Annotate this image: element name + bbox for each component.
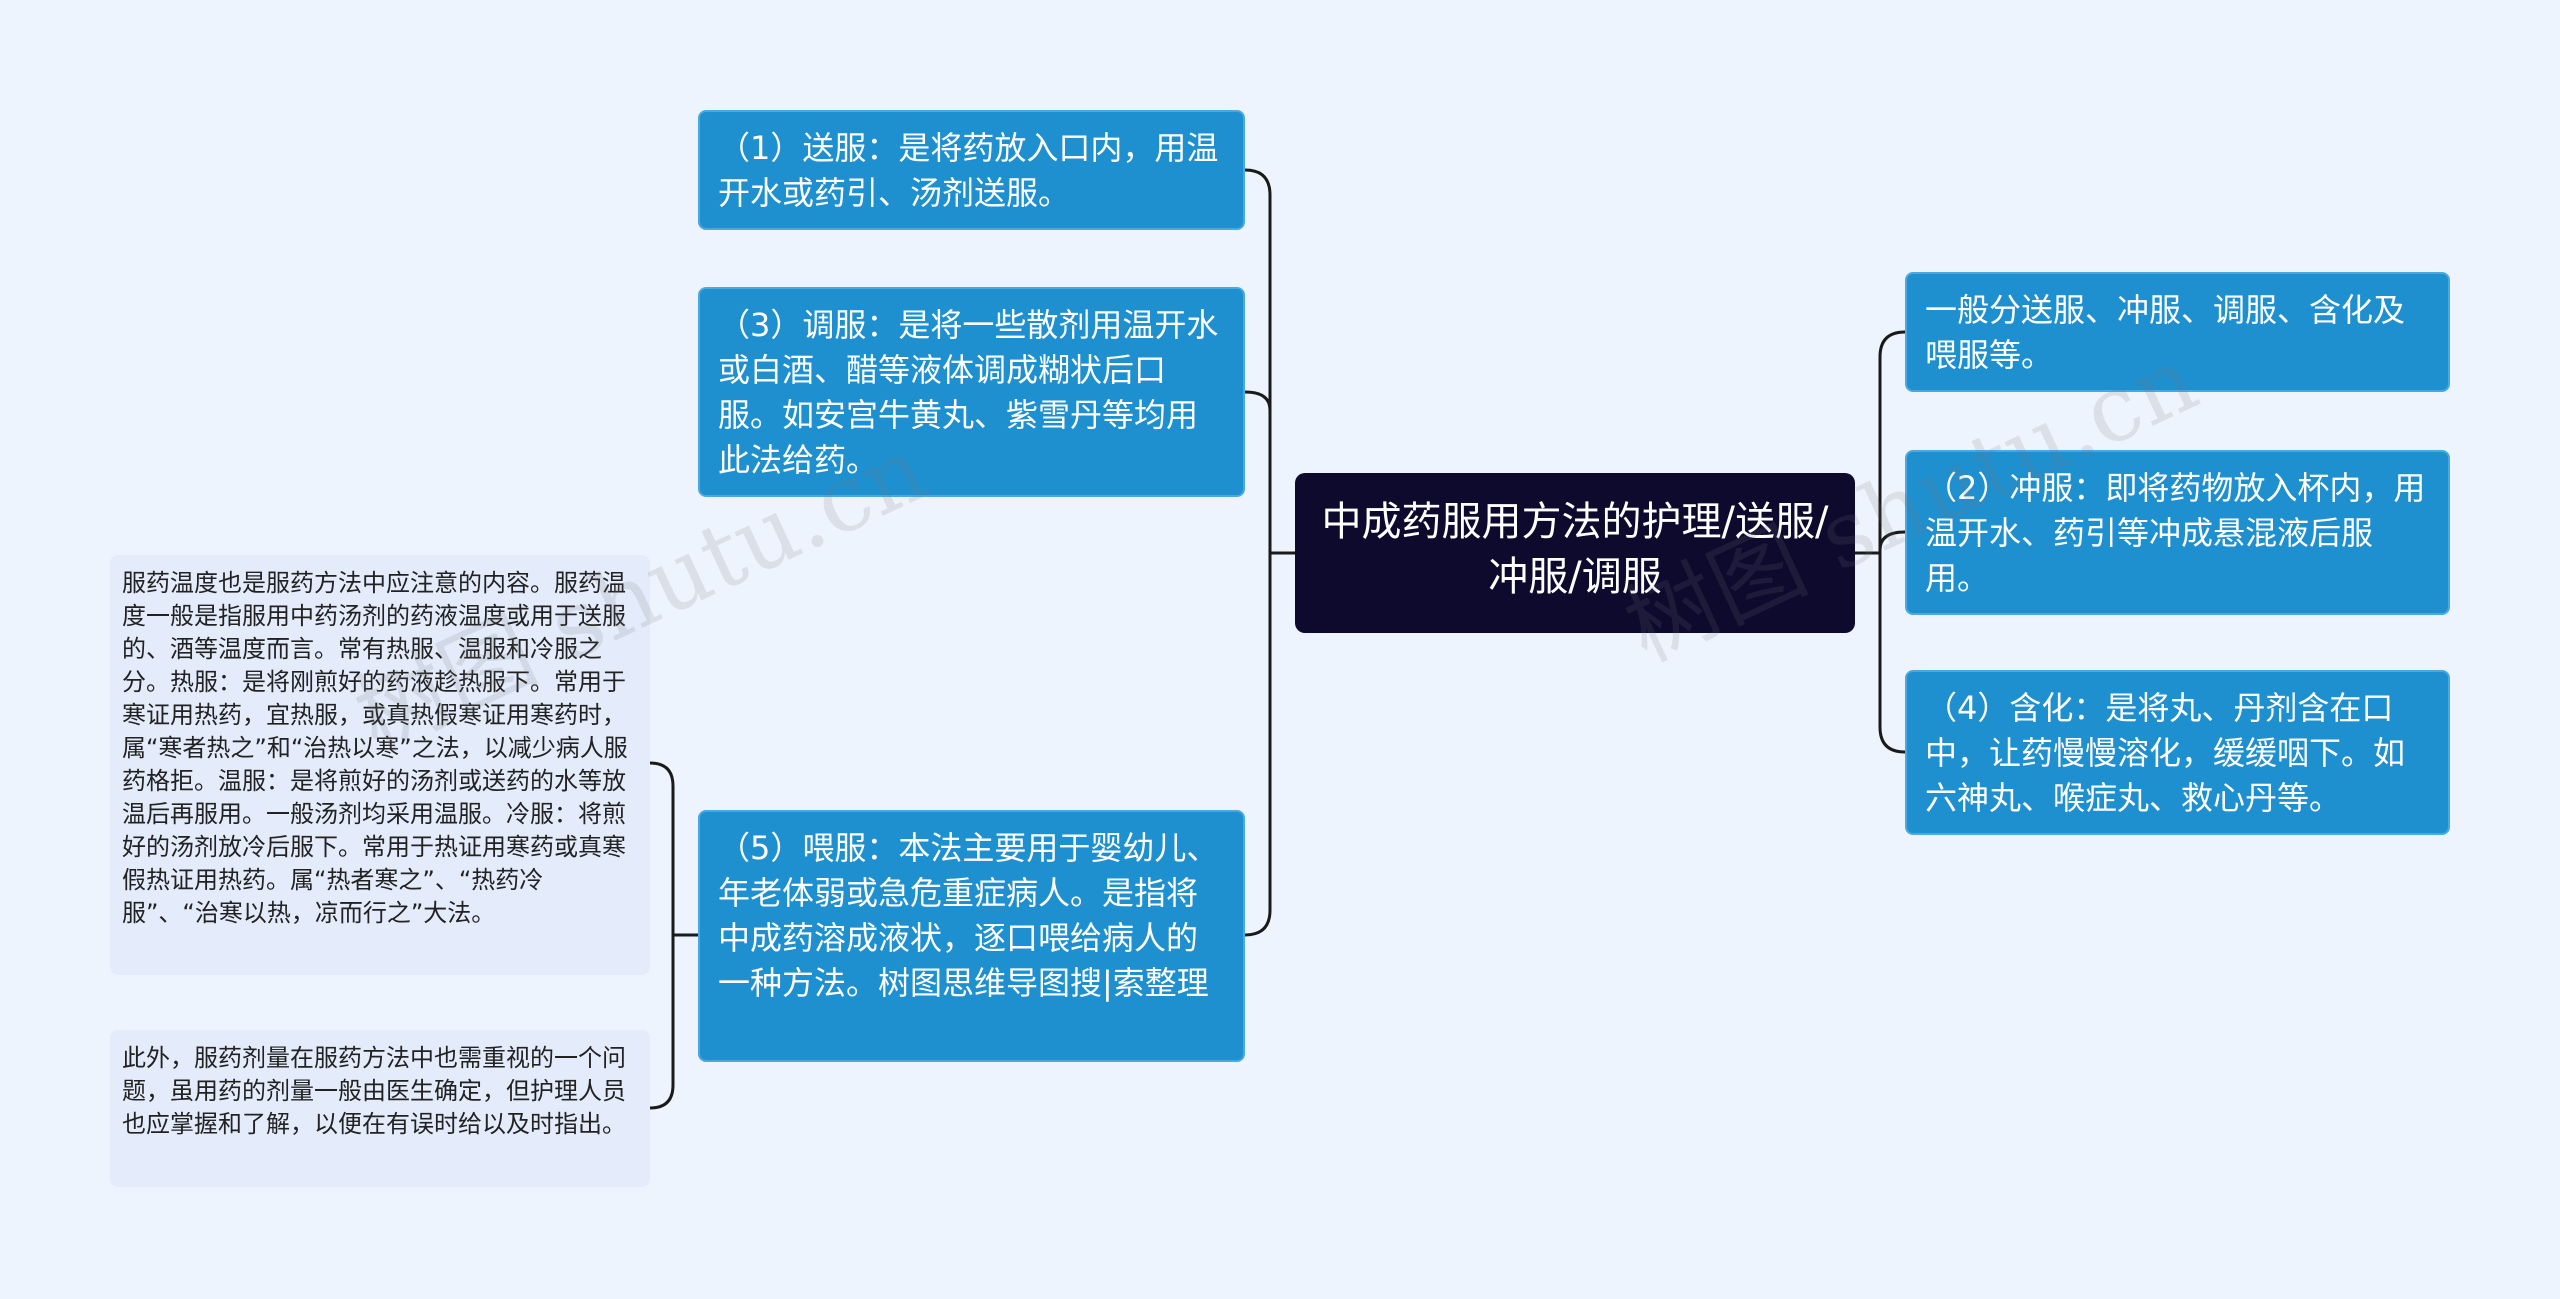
connector-left-n3	[1243, 390, 1272, 412]
connector-notes-trunk	[648, 761, 675, 1110]
node-send-swallow[interactable]: （1）送服：是将药放入口内，用温开水或药引、汤剂送服。	[698, 110, 1245, 230]
node-hold-in-mouth[interactable]: （4）含化：是将丸、丹剂含在口中，让药慢慢溶化，缓缓咽下。如六神丸、喉症丸、救心…	[1905, 670, 2450, 835]
root-topic[interactable]: 中成药服用方法的护理/送服/冲服/调服	[1295, 473, 1855, 633]
connector-left-trunk	[1243, 168, 1272, 937]
node-dissolve-take[interactable]: （2）冲服：即将药物放入杯内，用温开水、药引等冲成悬混液后服用。	[1905, 450, 2450, 615]
node-feed-take[interactable]: （5）喂服：本法主要用于婴幼儿、年老体弱或急危重症病人。是指将中成药溶成液状，逐…	[698, 810, 1245, 1062]
node-mix-take[interactable]: （3）调服：是将一些散剂用温开水或白酒、醋等液体调成糊状后口服。如安宫牛黄丸、紫…	[698, 287, 1245, 497]
connector-right-n2	[1878, 530, 1907, 552]
note-temperature[interactable]: 服药温度也是服药方法中应注意的内容。服药温度一般是指服用中药汤剂的药液温度或用于…	[110, 555, 650, 975]
node-overview[interactable]: 一般分送服、冲服、调服、含化及喂服等。	[1905, 272, 2450, 392]
connector-right-trunk	[1878, 330, 1907, 754]
note-dosage[interactable]: 此外，服药剂量在服药方法中也需重视的一个问题，虽用药的剂量一般由医生确定，但护理…	[110, 1030, 650, 1187]
